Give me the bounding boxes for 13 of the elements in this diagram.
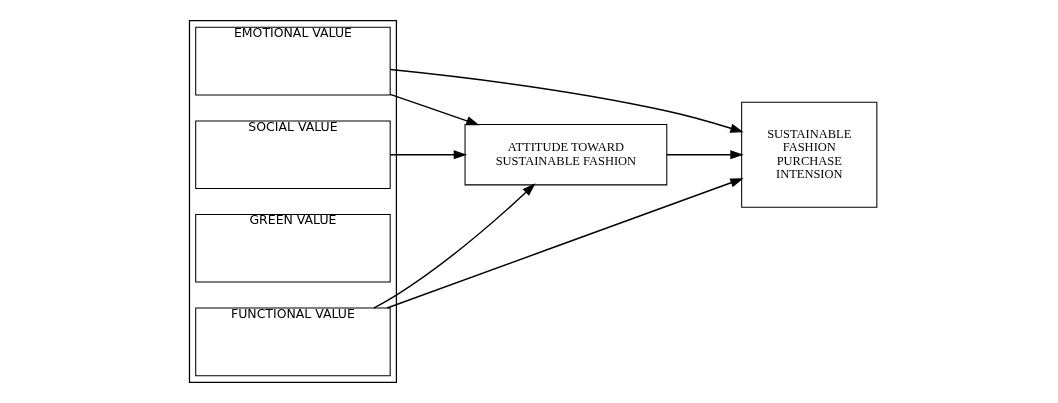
node-box: SOCIAL VALUE [195, 120, 391, 189]
arrow [372, 183, 536, 309]
node-box: FUNCTIONAL VALUE [195, 307, 391, 377]
node-box: GREEN VALUE [195, 214, 391, 283]
node-box: SUSTAINABLE FASHION PURCHASE INTENSION [741, 101, 878, 208]
arrow [389, 150, 467, 160]
arrow [666, 150, 744, 160]
node-box: ATTITUDE TOWARD SUSTAINABLE FASHION [464, 124, 668, 186]
arrow [386, 178, 744, 309]
node-box: EMOTIONAL VALUE [195, 26, 391, 96]
arrow [389, 68, 744, 133]
arrow [389, 93, 480, 126]
cluster [188, 19, 398, 384]
